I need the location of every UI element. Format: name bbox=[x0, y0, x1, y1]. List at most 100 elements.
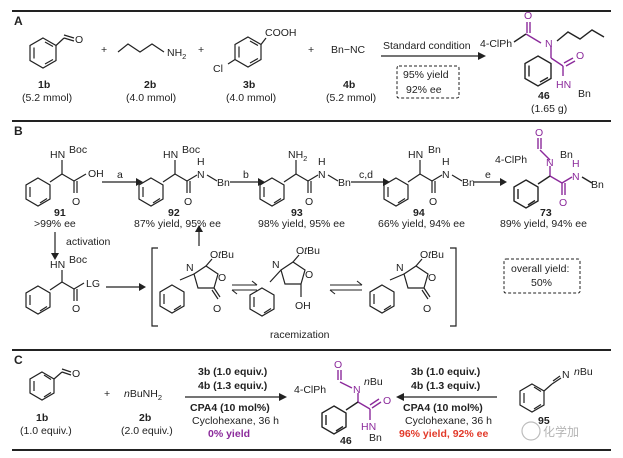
id-93: 93 bbox=[291, 207, 303, 219]
structure-46-c-N: N bbox=[353, 384, 361, 396]
structure-46-c bbox=[321, 370, 382, 435]
note-94: 66% yield, 94% ee bbox=[378, 218, 465, 230]
structure-92-H: H bbox=[197, 156, 205, 168]
structure-93-H: H bbox=[318, 156, 326, 168]
result-ee-a: 92% ee bbox=[406, 84, 442, 96]
equilibrium-arrows-1 bbox=[231, 280, 258, 295]
label-step-b: b bbox=[243, 169, 249, 181]
id-95: 95 bbox=[538, 415, 550, 427]
structure-73-acyl: 4-ClPh bbox=[495, 154, 527, 166]
structure-91-OH: OH bbox=[88, 168, 104, 180]
structure-oxazolone-1-Oring: O bbox=[218, 272, 226, 284]
structure-92-N: N bbox=[197, 169, 205, 181]
structure-93-N: N bbox=[318, 169, 326, 181]
panel-b-label: B bbox=[14, 124, 23, 138]
id-4b-a: 4b bbox=[343, 79, 355, 91]
label-step-a: a bbox=[117, 169, 123, 181]
arrow-c-right-head bbox=[396, 393, 404, 401]
id-46-a: 46 bbox=[538, 90, 550, 102]
label-activation: activation bbox=[66, 236, 111, 248]
arrow-activation-head bbox=[51, 253, 59, 260]
right-cond-r2: 4b (1.3 equiv.) bbox=[411, 380, 480, 392]
structure-73-O1: O bbox=[535, 127, 543, 139]
label-racemization: racemization bbox=[270, 329, 330, 341]
equilibrium-arrows-2 bbox=[329, 280, 363, 295]
structure-73-O2: O bbox=[559, 197, 567, 209]
note-73: 89% yield, 94% ee bbox=[500, 218, 587, 230]
structure-activated-HN: HN bbox=[50, 259, 65, 271]
id-1b-c: 1b bbox=[36, 412, 48, 424]
structure-92-Bn: Bn bbox=[217, 177, 230, 189]
structure-46-a-Bn: Bn bbox=[578, 88, 591, 100]
structure-95-N: N bbox=[562, 369, 570, 381]
structure-94 bbox=[383, 160, 463, 207]
id-3b-a: 3b bbox=[243, 79, 255, 91]
id-94: 94 bbox=[413, 207, 425, 219]
id-92: 92 bbox=[168, 207, 180, 219]
structure-3b-a-COOH: COOH bbox=[265, 27, 297, 39]
amount-1b-a: (5.2 mmol) bbox=[22, 92, 72, 104]
structure-activated-LG: LG bbox=[86, 278, 100, 290]
structure-92-Boc: Boc bbox=[182, 144, 200, 156]
structure-93-O: O bbox=[305, 196, 313, 208]
structure-oxazole-enol-N: N bbox=[272, 259, 280, 271]
structure-73-N2: N bbox=[572, 171, 580, 183]
structure-activated-O: O bbox=[72, 303, 80, 315]
amount-3b-a: (4.0 mmol) bbox=[226, 92, 276, 104]
note-91: >99% ee bbox=[34, 218, 76, 230]
id-1b-a: 1b bbox=[38, 79, 50, 91]
structure-91-HN: HN bbox=[50, 149, 65, 161]
arrow-a-head bbox=[478, 52, 486, 60]
structure-3b-a bbox=[227, 36, 267, 68]
structure-1b-c-O: O bbox=[72, 368, 80, 380]
structure-95-nBu: nBu bbox=[574, 366, 593, 378]
right-cond-solv: Cyclohexane, 36 h bbox=[405, 415, 492, 427]
structure-1b-a bbox=[29, 34, 75, 69]
id-73: 73 bbox=[540, 207, 552, 219]
plus-a-2: + bbox=[198, 44, 204, 56]
structure-2b-a-NH2: NH2 bbox=[167, 47, 186, 61]
structure-oxazolone-1-Oexo: O bbox=[213, 303, 221, 315]
plus-a-1: + bbox=[101, 44, 107, 56]
structure-oxazolone-2-Oexo: O bbox=[423, 303, 431, 315]
structure-73-Bn1: Bn bbox=[560, 149, 573, 161]
equiv-1b-c: (1.0 equiv.) bbox=[20, 425, 72, 437]
structure-73 bbox=[513, 138, 593, 209]
arrow-to-oxazolone-head bbox=[139, 283, 146, 291]
structure-73-Bn2: Bn bbox=[591, 179, 604, 191]
arrow-step-e-head bbox=[500, 178, 507, 186]
structure-46-c-acyl: 4-ClPh bbox=[294, 384, 326, 396]
structure-oxazolone-2-Oring: O bbox=[428, 272, 436, 284]
structure-oxazole-enol bbox=[249, 254, 306, 317]
structure-94-O: O bbox=[429, 196, 437, 208]
watermark: 化学加 bbox=[521, 421, 579, 441]
structure-oxazolone-1-OtBu: OtBu bbox=[210, 249, 234, 261]
structure-94-H: H bbox=[442, 156, 450, 168]
id-46-c: 46 bbox=[340, 435, 352, 447]
structure-91-O: O bbox=[72, 196, 80, 208]
structure-94-Bn2: Bn bbox=[462, 177, 475, 189]
structure-91 bbox=[25, 160, 87, 207]
arrow-step-a-head bbox=[136, 178, 143, 186]
right-cond-r1: 3b (1.0 equiv.) bbox=[411, 366, 480, 378]
structure-oxazole-enol-OH: OH bbox=[295, 300, 311, 312]
structure-46-c-O2: O bbox=[383, 395, 391, 407]
plus-a-3: + bbox=[308, 44, 314, 56]
structure-93 bbox=[259, 160, 339, 207]
structure-activated bbox=[25, 270, 85, 315]
structure-oxazolone-1-N: N bbox=[186, 262, 194, 274]
structure-activated-Boc: Boc bbox=[69, 254, 87, 266]
structure-46-a-O2: O bbox=[576, 50, 584, 62]
result-box-a bbox=[396, 65, 460, 99]
structure-73-N: N bbox=[546, 157, 554, 169]
structure-46-c-HN: HN bbox=[361, 421, 376, 433]
note-93: 98% yield, 95% ee bbox=[258, 218, 345, 230]
panel-c-label: C bbox=[14, 353, 23, 367]
arrow-step-b-head bbox=[258, 178, 265, 186]
structure-oxazolone-1 bbox=[159, 258, 221, 314]
watermark-logo-icon bbox=[521, 421, 541, 441]
structure-46-c-O1: O bbox=[334, 359, 342, 371]
structure-93-NH2: NH2 bbox=[288, 149, 307, 163]
right-cond-result: 96% yield, 92% ee bbox=[399, 428, 488, 440]
